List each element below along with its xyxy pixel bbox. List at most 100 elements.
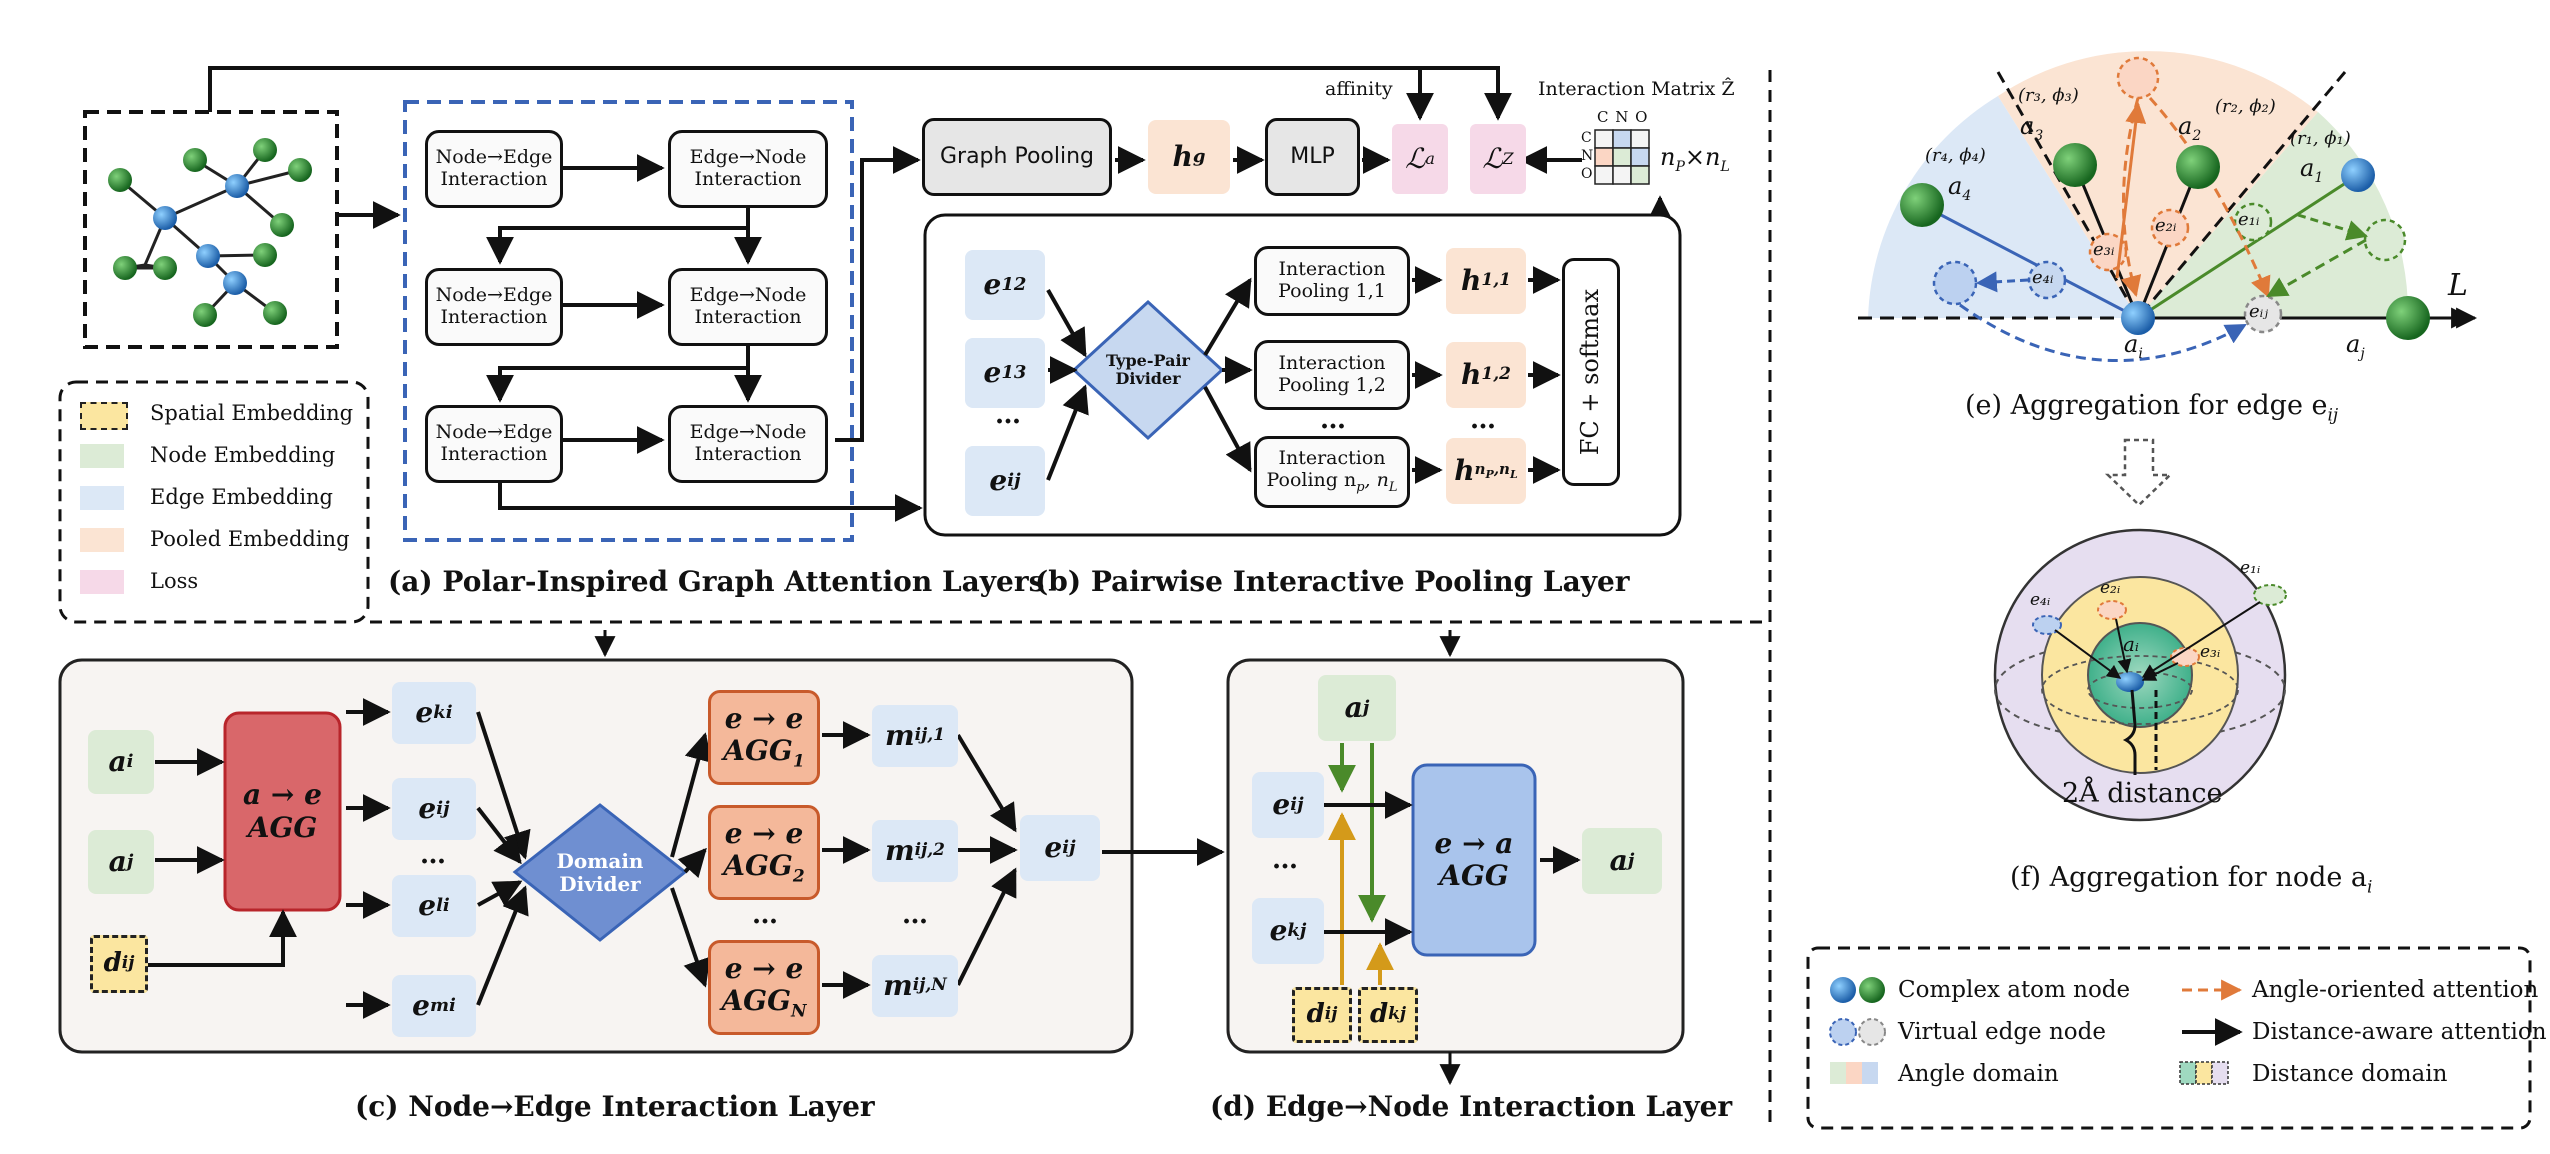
e-a4-label: a4: [1948, 172, 1971, 204]
c-eli-text: e: [418, 888, 437, 922]
n2e-box-2: Node→Edge Interaction: [425, 268, 563, 346]
legend-edge-label: Edge Embedding: [150, 485, 334, 509]
hnp-sub: nP,nL: [1474, 459, 1518, 481]
agg-ae-line2: AGG: [247, 810, 318, 844]
h11-sub: 1,1: [1481, 270, 1511, 291]
type-pair-divider-label: Type-Pair Divider: [1106, 351, 1190, 388]
e-e3i: e₃ᵢ: [2093, 239, 2115, 260]
pool-box-1: Interaction Pooling 1,1: [1254, 246, 1410, 316]
n2e-box-1: Node→Edge Interaction: [425, 130, 563, 208]
loss-z-text: ℒ: [1482, 141, 1503, 175]
c-emi-sub: mi: [429, 994, 456, 1016]
agg-ea-line1: e → a: [1434, 826, 1514, 860]
c-mN-sub: ij,N: [912, 975, 947, 996]
caption-f-text: (f) Aggregation for node a: [2010, 862, 2368, 893]
agg-ae-line1: a → e: [243, 778, 322, 812]
f-e4i: e₄ᵢ: [2030, 590, 2051, 610]
legend-pooled-label: Pooled Embedding: [150, 527, 350, 551]
e2n-box-3: Edge→Node Interaction: [668, 405, 828, 483]
im-size-rest: ×n: [1684, 143, 1721, 171]
d-out-text: a: [1609, 843, 1628, 877]
e-rp4: (r₄, ϕ₄): [1925, 145, 1986, 166]
hnp-text: h: [1454, 453, 1475, 487]
e-e1i: e₁ᵢ: [2238, 209, 2260, 230]
loss-z-sub: Z: [1502, 148, 1514, 168]
d-dots: …: [1272, 845, 1298, 875]
agg-ee-n-agg: AGG: [721, 984, 791, 1018]
d-dkj-sub: kj: [1388, 1004, 1407, 1025]
loss-a-sub: a: [1425, 148, 1435, 168]
graph-pooling-box: Graph Pooling: [922, 118, 1112, 196]
agg-ee-n-sub: N: [791, 1001, 807, 1022]
e-a4-sub: 4: [1962, 187, 1972, 204]
e-ai-sub: i: [2138, 345, 2143, 362]
legend-complex-atom: Complex atom node: [1898, 977, 2131, 1003]
eij-text: e: [989, 463, 1008, 497]
e13-text: e: [983, 355, 1002, 389]
c-emi-text: e: [412, 988, 430, 1022]
c-eij-sub: ij: [436, 797, 450, 819]
agg-ee-2-l1: e → e: [724, 816, 804, 850]
im-col-labels: C N O: [1597, 108, 1649, 126]
top-line: [208, 66, 1512, 121]
caption-b: (b) Pairwise Interactive Pooling Layer: [1035, 565, 1630, 598]
legend-ef-icons: [1829, 977, 2243, 1085]
e2n-box-1: Edge→Node Interaction: [668, 130, 828, 208]
pool-box-2: Interaction Pooling 1,2: [1254, 340, 1410, 410]
domain-divider-shape: [512, 803, 688, 942]
f-e1i: e₁ᵢ: [2240, 558, 2261, 578]
c-mN-text: m: [883, 968, 913, 1002]
e12-sub: 12: [1001, 273, 1027, 295]
e-ai-text: a: [2124, 330, 2139, 358]
caption-c: (c) Node→Edge Interaction Layer: [355, 1090, 875, 1123]
legend-distance-attention: Distance-aware attention: [2252, 1019, 2547, 1045]
legend-node-swatch: [80, 444, 124, 468]
e-a2-text: a: [2178, 112, 2193, 140]
agg-ea-shape: [1411, 763, 1537, 957]
e12-text: e: [983, 267, 1002, 301]
e-a2-label: a2: [2178, 112, 2201, 144]
f-e3i: e₃ᵢ: [2200, 642, 2221, 662]
legend-distance-domain: Distance domain: [2252, 1061, 2448, 1087]
interaction-matrix-grid: [1594, 129, 1650, 185]
e-aj-label: aj: [2346, 330, 2365, 362]
legend-angle-domain: Angle domain: [1898, 1061, 2059, 1087]
hg-text: h: [1172, 139, 1193, 173]
c-ai-sub: i: [126, 750, 134, 772]
hnp-sub-text: n: [1474, 459, 1486, 478]
b-dots-2: …: [1320, 405, 1346, 435]
agg-ee-2-agg: AGG: [723, 849, 793, 883]
legend-pooled-swatch: [80, 528, 124, 552]
agg-ee-1-l2: AGG1: [723, 734, 804, 772]
d-out-sub: j: [1627, 849, 1635, 871]
n2e-box-3: Node→Edge Interaction: [425, 405, 563, 483]
h11-text: h: [1461, 263, 1482, 297]
agg-ee-n-l2: AGGN: [721, 984, 807, 1022]
caption-f: (f) Aggregation for node ai: [2010, 862, 2372, 897]
c-m2-text: m: [885, 833, 915, 867]
caption-e-sub: ij: [2327, 405, 2339, 426]
panel-e-graphic: [1858, 51, 2478, 363]
mlp-box: MLP: [1265, 118, 1360, 196]
c-dij-sub: ij: [121, 953, 135, 974]
b-dots-3: …: [1470, 405, 1496, 435]
agg-ee-1-agg: AGG: [723, 734, 793, 768]
legend-virtual-edge: Virtual edge node: [1898, 1019, 2106, 1045]
e-e2i: e₂ᵢ: [2155, 215, 2177, 236]
h12-text: h: [1461, 357, 1482, 391]
c-m1-sub: ij,1: [914, 725, 945, 746]
legend-spatial-swatch: [80, 402, 128, 430]
